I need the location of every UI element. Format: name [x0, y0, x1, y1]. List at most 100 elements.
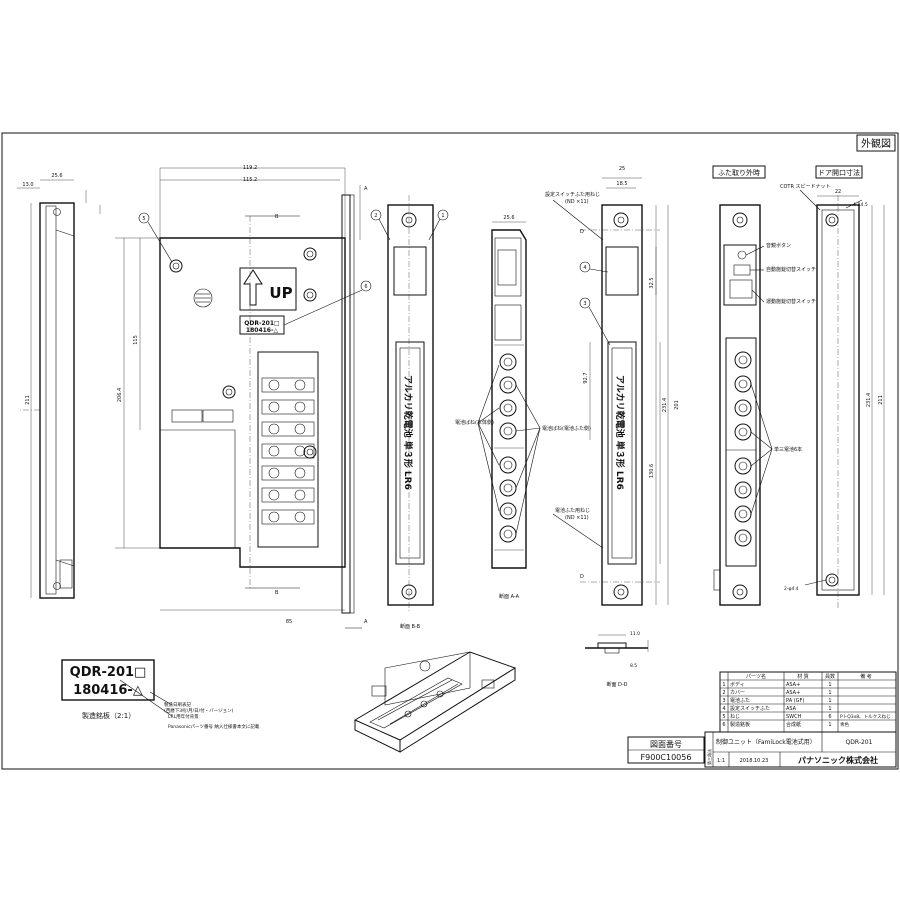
label-auto-switch: 自動施錠切替スイッチ — [766, 266, 816, 273]
side-view-left — [17, 179, 101, 599]
parts-row-qty: 1 — [828, 690, 831, 696]
dim-25-6-aa: 25.6 — [503, 215, 514, 221]
svg-text:1: 1 — [441, 213, 444, 219]
section-mark-a-top: A — [364, 186, 368, 192]
label-spring-body: 電池ばね(本体側) — [455, 419, 494, 426]
title-company: パナソニック株式会社 — [798, 755, 878, 765]
section-aa-label: 断面 A-A — [499, 593, 520, 600]
parts-row-no: 3 — [722, 698, 725, 704]
dim-85: 85 — [286, 619, 292, 625]
parts-row-material: PA (GF) — [786, 698, 804, 704]
body-nameplate-lot: 180416-△ — [246, 327, 279, 334]
parts-row-name: カバー — [730, 690, 745, 696]
battery-slots — [261, 377, 315, 525]
body-front-view — [115, 167, 362, 629]
section-mark-b-bottom: B — [275, 590, 279, 596]
nameplate-lot: 180416-△ — [73, 683, 143, 698]
parts-row-note: 青色 — [840, 721, 849, 728]
label-spring-cover: 電池ばね(電池ふた側) — [542, 425, 591, 432]
door-label: ドア開口寸法 — [818, 168, 860, 177]
parts-row-material: ASA+ — [786, 690, 800, 696]
title-model: QDR-201 — [846, 739, 873, 746]
svg-text:4: 4 — [583, 265, 586, 271]
dim-8-5: 8.5 — [630, 663, 637, 669]
body-nameplate-model: QDR-201□ — [244, 320, 279, 327]
dim-211: 211 — [25, 395, 31, 405]
nameplate-note-2: (西暦下3桁/月/日/付・バージョン) — [164, 707, 234, 714]
title-scale: 1:1 — [717, 758, 725, 764]
nameplate-model: QDR-201□ — [70, 665, 147, 680]
isometric-view — [353, 651, 517, 753]
parts-row-qty: 1 — [828, 698, 831, 704]
section-mark-d-top: D — [580, 229, 584, 235]
parts-header-qty: 員数 — [825, 673, 835, 680]
balloon-4 — [579, 261, 591, 273]
label-setting-screw-note: (ND ×11) — [565, 199, 589, 205]
up-label — [239, 267, 297, 311]
dim-211-door: 211 — [878, 395, 884, 405]
parts-row-material: SWCH — [786, 714, 802, 720]
nameplate-note-1: 製造日刷表記 — [164, 701, 191, 708]
balloon-6 — [360, 280, 372, 292]
section-aa-view — [477, 221, 541, 569]
cover-removed-view — [713, 204, 773, 606]
label-sound-button: 音鏡ボタン — [766, 242, 791, 249]
parts-header-name: パーツ名 — [746, 673, 766, 680]
cover-front-view — [552, 177, 669, 606]
up-text: UP — [269, 284, 292, 302]
svg-text:2: 2 — [374, 213, 377, 219]
parts-row-no: 1 — [722, 682, 725, 688]
svg-text:6: 6 — [364, 284, 367, 290]
label-spacer-nut: COTR スピードナット — [780, 184, 831, 190]
parts-row-name: ボディ — [730, 681, 745, 688]
dim-25: 25 — [619, 166, 625, 172]
cover-label-box — [712, 165, 766, 179]
parts-row-qty: 1 — [828, 682, 831, 688]
section-mark-d-bottom: D — [580, 574, 584, 580]
parts-row-no: 5 — [722, 714, 725, 720]
parts-row-note: PトQ3x8、トルクスねじ — [840, 714, 891, 720]
parts-row-name: 製造銘板 — [730, 721, 750, 728]
battery-compartment — [257, 351, 319, 548]
parts-row-qty: 1 — [828, 706, 831, 712]
parts-row-name: 電池ふた — [730, 697, 750, 704]
label-battery-insert: 単三電池6本 — [774, 446, 802, 453]
parts-row-qty: 1 — [828, 722, 831, 728]
dim-115: 115 — [133, 335, 139, 345]
label-battery-screw-note: (ND ×11) — [565, 515, 589, 521]
nameplate-note-3: LRL用年付背景 — [168, 713, 199, 720]
sheet-border — [1, 132, 899, 770]
nameplate-caption: 製造銘板（2:1） — [82, 711, 135, 720]
dim-206-4: 206.4 — [117, 388, 123, 402]
dim-r: 4-R4.5 — [853, 202, 868, 208]
dim-22: 22 — [835, 189, 841, 195]
dim-92-7: 92.7 — [583, 372, 589, 383]
battery-text-bb: アルカリ乾電池 単３形 LR6 — [402, 375, 414, 490]
balloon-3 — [579, 297, 591, 309]
dim-201: 201 — [674, 400, 680, 410]
label-setting-screw: 設定スイッチふた用ねじ — [545, 191, 600, 198]
nameplate-note-4: Panasonicパーツ番号 納入仕様書本文に記載 — [168, 723, 260, 730]
section-mark-b-top: B — [275, 214, 279, 220]
dim-25-6: 25.6 — [51, 173, 62, 179]
parts-row-material: ASA — [786, 706, 797, 712]
parts-row-no: 6 — [722, 722, 725, 728]
title-side-label: 第三角法 — [706, 749, 712, 765]
title-product: 制御ユニット（FamiLock電池式用） — [716, 738, 816, 746]
balloon-5 — [138, 212, 150, 224]
parts-row-material: 合成紙 — [786, 721, 801, 728]
dim-18-5: 18.5 — [616, 181, 627, 187]
parts-row-material: ASA+ — [786, 682, 800, 688]
door-opening-view — [799, 189, 885, 610]
svg-text:3: 3 — [583, 301, 586, 307]
parts-row-name: ねじ — [730, 714, 740, 720]
sheet-title: 外観図 — [861, 137, 891, 150]
section-dd-label: 断面 D-D — [606, 681, 627, 688]
title-block — [704, 731, 897, 768]
drawing-number-value: F900C10056 — [641, 753, 692, 762]
label-battery-screw: 電池ふた用ねじ — [555, 507, 590, 514]
nameplate-enlarged — [61, 659, 155, 701]
section-mark-a-bottom: A — [364, 619, 368, 625]
